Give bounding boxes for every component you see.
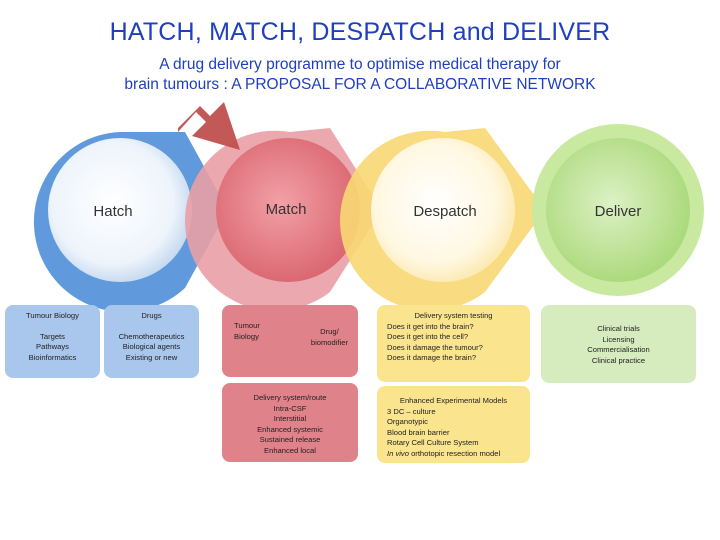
delivery-testing-box: Delivery system testing Does it get into… [377,305,530,382]
tumour-biology-box: Tumour Biology Targets Pathways Bioinfor… [5,305,100,378]
drugs-box: Drugs Chemotherapeutics Biological agent… [104,305,199,378]
box-line: Enhanced local [264,445,316,455]
tumour-biology-heading: Tumour Biology [26,311,79,320]
box-line: Clinical practice [591,355,646,365]
box-line: Drug/ [320,327,339,336]
in-vivo-text: In vivo [387,448,409,458]
box-line: Rotary Cell Culture System [387,438,479,447]
stage-label-hatch: Hatch [93,203,133,220]
delivery-testing-heading: Delivery system testing [414,311,493,320]
stage-label-match: Match [265,201,307,218]
box-line: Targets [40,331,65,341]
box-line: Tumour [234,321,260,330]
box-line: Blood brain barrier [387,427,450,437]
box-line: Bioinformatics [28,352,77,362]
box-line: Chemotherapeutics [118,331,185,341]
resection-model-text: orthotopic resection model [408,448,501,458]
subtitle-line-2: brain tumours : A PROPOSAL FOR A COLLABO… [124,76,596,93]
box-line: 3 DC – culture [387,406,436,416]
delivery-route-box: Delivery system/route Intra-CSF Intersti… [222,383,358,462]
drugs-heading: Drugs [141,311,162,320]
box-line: Does it get into the cell? [387,332,469,341]
page-subtitle: A drug delivery programme to optimise me… [60,55,660,95]
box-line: Existing or new [125,352,178,362]
match-drug-biomodifier: Drug/ biomodifier [311,327,348,348]
stage-label-despatch: Despatch [413,203,477,220]
despatch-circle [340,128,545,311]
deliver-circle [532,124,704,296]
box-line: Sustained release [259,435,321,444]
experimental-models-box: Enhanced Experimental Models 3 DC – cult… [377,386,530,463]
box-line: Pathways [36,342,69,351]
box-line: Organotypic [387,417,428,426]
experimental-models-heading: Enhanced Experimental Models [399,396,508,405]
box-line: In vivo orthotopic resection model [387,449,520,460]
box-line: Biology [234,331,259,341]
box-line: Enhanced systemic [257,424,323,434]
match-top-box: Tumour Biology Drug/ biomodifier [222,305,358,377]
box-line: Does it get into the brain? [387,321,474,331]
entry-arrow-icon [178,102,240,150]
box-line: Commercialisation [587,345,650,354]
box-line: Clinical trials [597,324,640,333]
match-tumour-biology: Tumour Biology [234,321,260,342]
box-line: Biological agents [122,342,181,351]
page-title: HATCH, MATCH, DESPATCH and DELIVER [109,18,611,46]
subtitle-line-1: A drug delivery programme to optimise me… [159,56,561,73]
box-line: Does it damage the tumour? [387,342,483,352]
hatch-circle [33,132,229,312]
box-line: Licensing [602,334,635,344]
box-line: biomodifier [310,337,348,347]
stage-label-deliver: Deliver [594,203,642,220]
box-line: Interstitial [273,414,307,423]
box-line: Intra-CSF [273,403,307,413]
box-line: Delivery system/route [253,393,327,402]
match-circle [185,128,382,311]
deliver-box: Clinical trials Licensing Commercialisat… [541,305,696,383]
box-line: Does it damage the brain? [387,353,477,362]
